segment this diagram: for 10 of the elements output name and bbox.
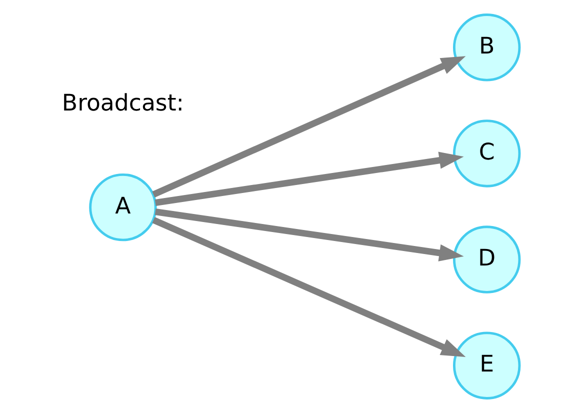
arrow — [152, 217, 466, 358]
arrow — [152, 56, 466, 198]
label: Broadcast: — [62, 90, 184, 117]
node-circle: A — [89, 173, 157, 242]
arrow — [154, 152, 464, 206]
node-circle: E — [452, 332, 521, 400]
node-circle: B — [452, 14, 521, 82]
node-circle: D — [452, 226, 521, 294]
arrow — [154, 208, 464, 262]
node-circle: C — [452, 120, 521, 188]
